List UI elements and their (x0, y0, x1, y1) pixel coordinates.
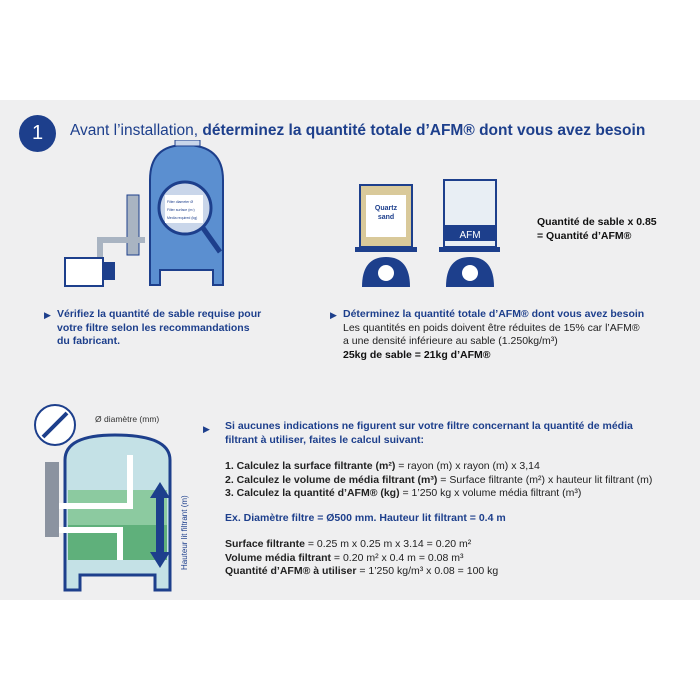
conversion-line: = Quantité d’AFM® (537, 229, 632, 242)
conversion-line: Quantité de sable x 0.85 (537, 216, 657, 228)
heading-bold: déterminez la quantité totale d’AFM® don… (202, 122, 646, 139)
calculation-text: Si aucunes indications ne figurent sur v… (225, 420, 652, 579)
calc-result: Quantité d’AFM® à utiliser = 1’250 kg/m³… (225, 565, 499, 577)
heading-normal: Avant l’installation, (70, 122, 203, 139)
calc-step: 2. Calculez le volume de média filtrant … (225, 473, 653, 486)
heading: Avant l’installation, déterminez la quan… (70, 122, 645, 140)
bullet-right-text: Déterminez la quantité totale d’AFM® don… (343, 308, 644, 362)
step-number-badge: 1 (19, 115, 56, 152)
afm-label: AFM (459, 230, 480, 241)
bullet-title: Déterminez la quantité totale d’AFM® don… (343, 308, 645, 320)
bullet-line: Les quantités en poids doivent être rédu… (343, 321, 640, 334)
bullet-line: du fabricant. (57, 335, 121, 347)
calc-intro: filtrant à utiliser, faites le calcul su… (225, 433, 424, 446)
bullet-arrow-icon: ▶ (203, 424, 210, 434)
bullet-arrow-icon: ▶ (44, 310, 51, 320)
magnifier-line: Media required (kg) (167, 216, 197, 220)
calc-result: Surface filtrante = 0.25 m x 0.25 m x 3.… (225, 538, 472, 550)
filter-magnifier-illustration: Filter diameter Ø Filter surface (m²) Me… (64, 140, 224, 287)
bullet-line: a une densité inférieure au sable (1.250… (343, 335, 558, 347)
calc-step: 3. Calculez la quantité d’AFM® (kg) = 1’… (225, 487, 582, 499)
bullet-result: 25kg de sable = 21kg d’AFM® (343, 348, 491, 361)
conversion-formula: Quantité de sable x 0.85= Quantité d’AFM… (537, 216, 657, 243)
sand-label: sand (378, 214, 394, 221)
calc-result: Volume média filtrant = 0.20 m² x 0.4 m … (225, 551, 464, 564)
magnifier-line: Filter diameter Ø (167, 200, 193, 204)
bullet-line: Vérifiez la quantité de sable requise po… (57, 308, 262, 320)
sand-label: Quartz (375, 205, 398, 212)
bullet-arrow-icon: ▶ (330, 310, 337, 320)
bullet-line: votre filtre selon les recommandations (57, 321, 250, 334)
filter-cross-section-illustration: Hauteur lit filtrant (m) (34, 404, 189, 592)
calc-example: Ex. Diamètre filtre = Ø500 mm. Hauteur l… (225, 511, 506, 524)
calc-intro: Si aucunes indications ne figurent sur v… (225, 420, 633, 432)
calc-step: 1. Calculez la surface filtrante (m²) = … (225, 460, 540, 472)
magnifier-line: Filter surface (m²) (167, 208, 195, 212)
scales-illustration: Quartz sand AFM (355, 179, 500, 287)
height-label: Hauteur lit filtrant (m) (180, 495, 189, 570)
diameter-label: Ø diamètre (mm) (95, 414, 160, 424)
bullet-left-text: Vérifiez la quantité de sable requise po… (57, 308, 261, 349)
